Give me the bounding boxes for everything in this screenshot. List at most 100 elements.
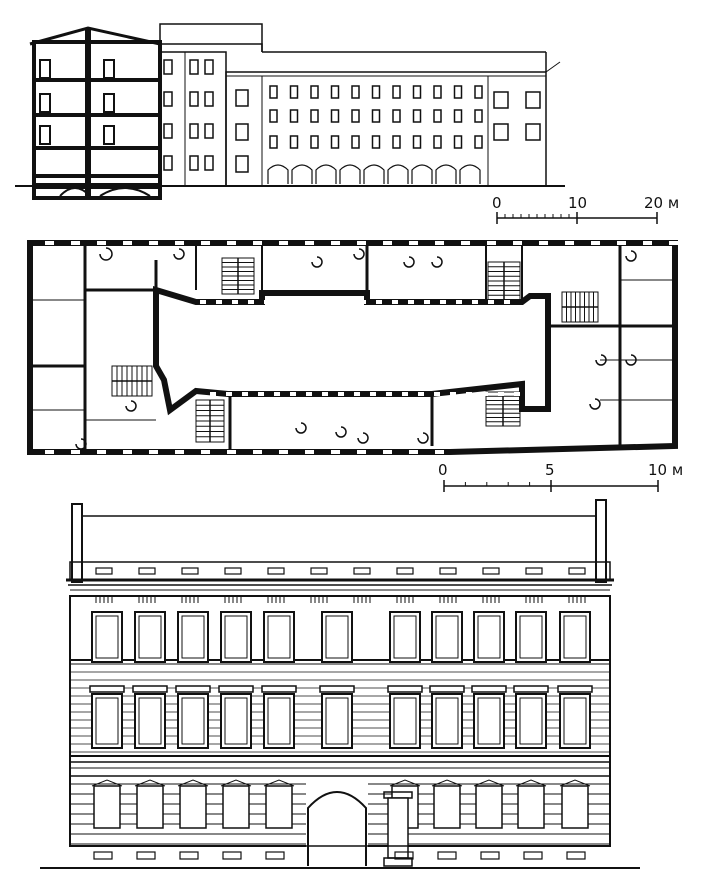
- window: [493, 91, 509, 109]
- window: [310, 85, 319, 99]
- window-hood: [471, 685, 507, 693]
- plan-window: [357, 450, 366, 454]
- window: [189, 123, 199, 139]
- entrance-arch: [306, 780, 368, 866]
- window-ground-floor: [475, 785, 503, 829]
- attic-vent: [267, 567, 285, 575]
- plan-window: [305, 450, 314, 454]
- window-frame: [519, 615, 543, 659]
- window: [412, 109, 422, 123]
- plan-window: [45, 450, 54, 454]
- window-keystone: [473, 779, 505, 787]
- plan-window: [370, 392, 376, 396]
- attic-vent: [224, 567, 242, 575]
- left-firewall: [71, 503, 83, 583]
- window-ground-floor: [265, 785, 293, 829]
- building-section-cut: [29, 26, 162, 200]
- plan-window: [357, 241, 366, 245]
- plan-window: [71, 241, 80, 245]
- window-frame: [477, 697, 501, 745]
- window-frame: [224, 615, 248, 659]
- plan-window: [354, 392, 360, 396]
- window: [412, 85, 422, 99]
- ground-arch: [459, 164, 481, 184]
- ground-arch: [267, 164, 289, 184]
- plan-window: [45, 241, 54, 245]
- plan-window: [386, 392, 392, 396]
- window: [525, 91, 541, 109]
- plan-window: [450, 392, 456, 396]
- window-ground-floor: [93, 785, 121, 829]
- front-facade: [40, 499, 640, 869]
- plinth-vent: [394, 851, 414, 860]
- window-middle-floor: [389, 693, 421, 749]
- window-keystone: [431, 779, 463, 787]
- window-hood: [132, 685, 168, 693]
- courtyard-wall: [153, 285, 551, 416]
- window-top-floor: [559, 611, 591, 663]
- window-middle-floor: [220, 693, 252, 749]
- window: [204, 59, 214, 75]
- window: [493, 123, 509, 141]
- plan-window: [305, 241, 314, 245]
- window-top-floor: [177, 611, 209, 663]
- plan-window: [498, 392, 504, 396]
- window-frame: [267, 697, 291, 745]
- plan-window: [514, 392, 520, 396]
- plan-window: [290, 392, 296, 396]
- window-middle-floor: [321, 693, 353, 749]
- window-hood: [319, 685, 355, 693]
- attic-vent: [396, 567, 414, 575]
- window-middle-floor: [263, 693, 295, 749]
- window: [351, 85, 360, 99]
- window: [433, 109, 442, 123]
- plan-window: [200, 300, 206, 304]
- window-frame: [563, 615, 587, 659]
- window-frame: [95, 697, 119, 745]
- plan-window: [149, 450, 158, 454]
- plan-window: [296, 300, 302, 304]
- window-middle-floor: [515, 693, 547, 749]
- window: [453, 135, 463, 149]
- window: [163, 91, 173, 107]
- section-elevation: [15, 23, 565, 200]
- main-block: [225, 51, 561, 187]
- plan-window: [226, 392, 232, 396]
- plan-window: [279, 241, 288, 245]
- plan-window: [264, 300, 270, 304]
- plan-internal-walls: [30, 243, 675, 452]
- window: [392, 135, 401, 149]
- plan-window: [392, 300, 398, 304]
- window: [269, 85, 278, 99]
- window: [433, 135, 442, 149]
- plan-window: [253, 450, 262, 454]
- window: [371, 109, 381, 123]
- plan-outer-wall: [27, 240, 678, 455]
- plan-window: [123, 241, 132, 245]
- window: [453, 85, 463, 99]
- window: [392, 85, 401, 99]
- window-keystone: [559, 779, 591, 787]
- plan-window: [376, 300, 382, 304]
- plan-window: [488, 300, 494, 304]
- plan-window: [402, 392, 408, 396]
- plan-window: [440, 300, 446, 304]
- window: [189, 91, 199, 107]
- window: [189, 155, 199, 171]
- window-hood: [218, 685, 254, 693]
- plan-window: [210, 392, 216, 396]
- plan-window: [504, 300, 510, 304]
- window: [474, 109, 483, 123]
- window: [330, 109, 340, 123]
- plinth-vent: [437, 851, 457, 860]
- window-frame: [224, 697, 248, 745]
- section-scale-tick-10: 10: [568, 194, 587, 212]
- right-firewall: [595, 499, 607, 583]
- window: [269, 109, 278, 123]
- plan-scale-bar: 0 5 10 м: [438, 461, 683, 492]
- plan-window: [306, 392, 312, 396]
- attic-vent: [95, 567, 113, 575]
- ground-arch: [387, 164, 409, 184]
- window: [330, 135, 340, 149]
